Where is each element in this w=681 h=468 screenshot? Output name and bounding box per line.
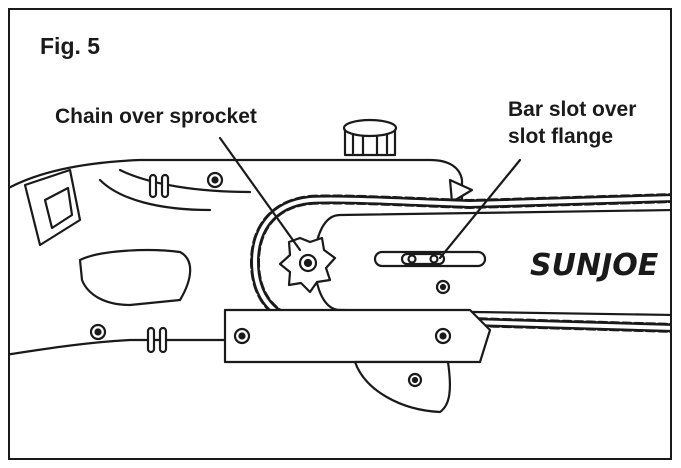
callout-sprocket: Chain over sprocket	[55, 105, 257, 128]
bumper-spike	[448, 178, 474, 204]
figure-frame: SUNJOE Fig. 5 Chain over sprocket Bar sl…	[8, 8, 672, 460]
housing-panel-lower	[78, 249, 192, 307]
leader-line-bar-slot	[438, 158, 522, 260]
chain-guard	[353, 360, 451, 414]
vent-slot	[158, 326, 168, 354]
screw	[211, 176, 219, 184]
screw	[94, 328, 102, 336]
flange-bolt	[407, 254, 417, 264]
chainsaw-diagram: SUNJOE	[10, 118, 670, 414]
leader-line-sprocket	[218, 136, 302, 252]
vent-slot	[146, 326, 156, 354]
flange-bolt	[429, 254, 439, 264]
bar-brand-label: SUNJOE	[530, 248, 659, 283]
callout-bar-slot-line2: slot flange	[508, 125, 614, 148]
bar-clamp-plate	[223, 308, 492, 364]
vent-slot	[148, 173, 158, 199]
tension-knob-top	[342, 118, 398, 138]
callout-bar-slot-line1: Bar slot over	[508, 98, 637, 121]
housing-accent-curve-2	[118, 168, 252, 194]
vent-slot	[160, 173, 170, 199]
figure-title: Fig. 5	[40, 33, 101, 59]
housing-panel-inner	[43, 186, 74, 230]
housing-accent-curve	[98, 178, 212, 212]
